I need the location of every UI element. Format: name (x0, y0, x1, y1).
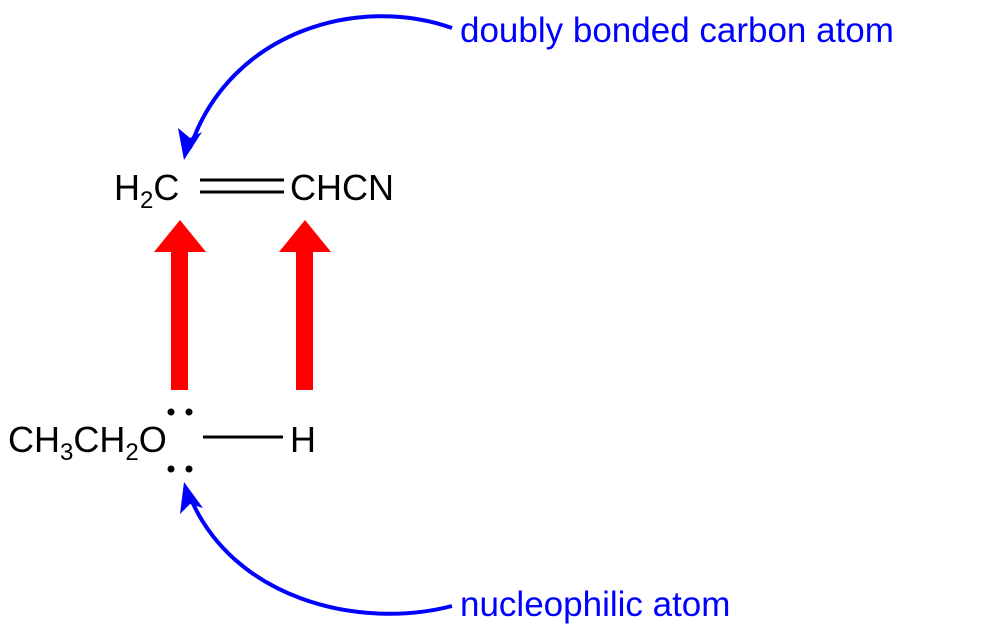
lone-pair-top (167, 408, 193, 416)
alkene-left-carbon: H2C (114, 167, 179, 214)
top-curved-arrow (188, 14, 453, 149)
alkene-right-group: CHCN (290, 167, 394, 208)
red-arrow-left (154, 220, 206, 390)
top-arrowhead-icon (178, 128, 202, 160)
bottom-curved-arrow (186, 491, 453, 616)
red-arrow-right (279, 220, 331, 390)
ethanol-structure: CH3CH2O (8, 419, 167, 466)
lone-pair-bottom (167, 465, 193, 473)
hydroxyl-hydrogen: H (290, 419, 316, 460)
nucleophilic-atom-label: nucleophilic atom (460, 585, 730, 624)
bottom-arrowhead-icon (180, 482, 203, 514)
doubly-bonded-carbon-label: doubly bonded carbon atom (460, 11, 894, 50)
